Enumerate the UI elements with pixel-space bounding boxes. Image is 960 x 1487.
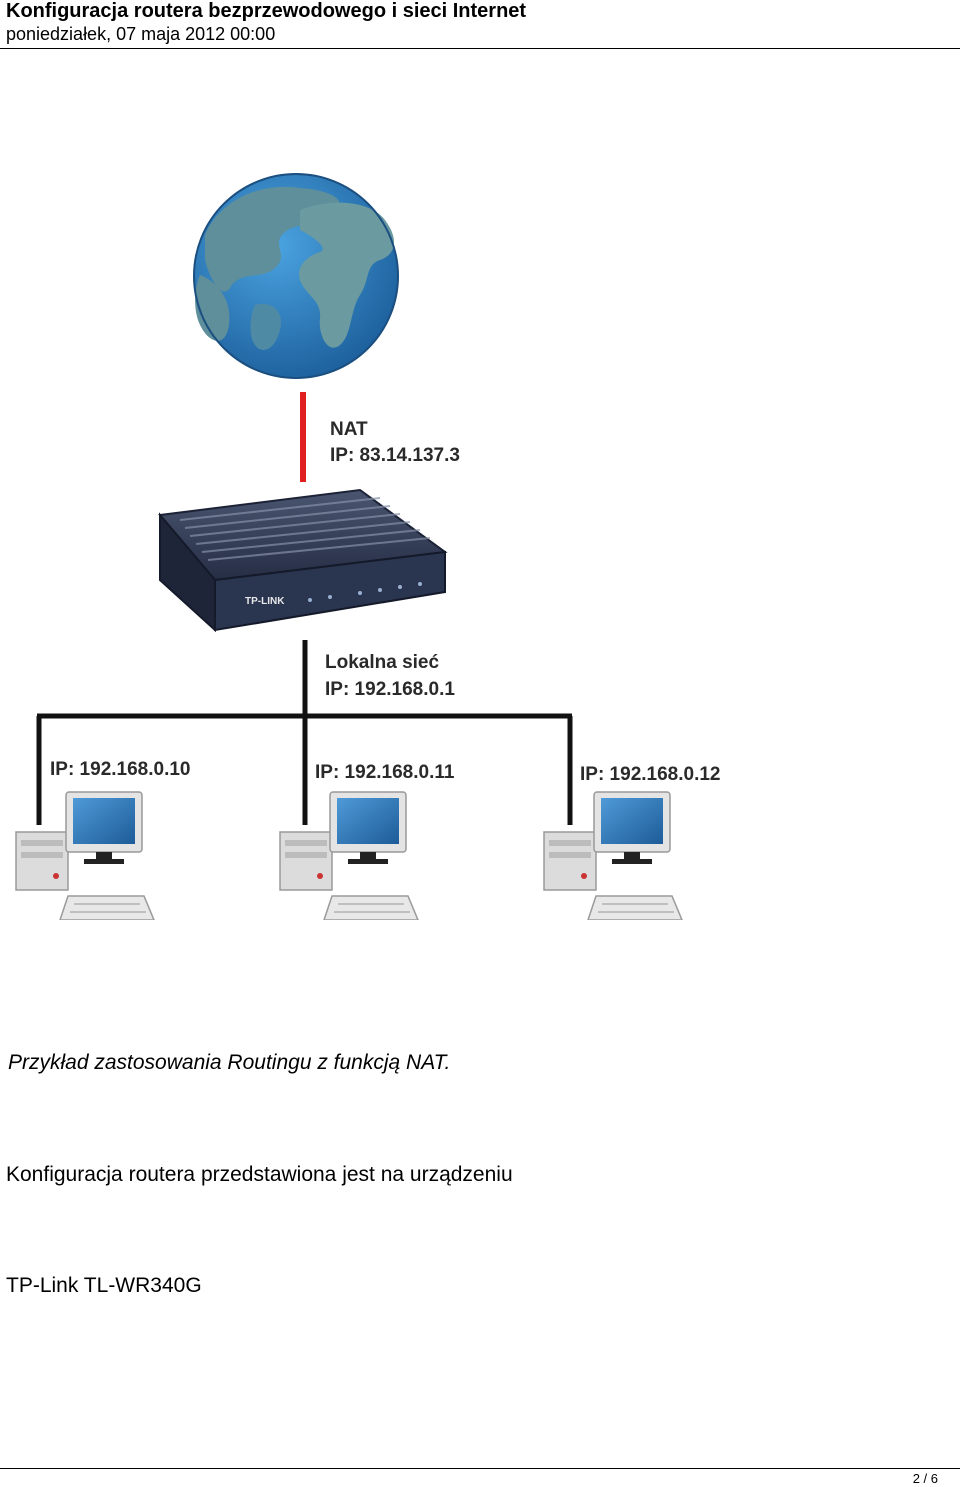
host-ip-label-1: IP: 192.168.0.10: [50, 759, 191, 780]
lan-label: Lokalna sieć: [325, 652, 439, 673]
host-ip-label-3: IP: 192.168.0.12: [580, 764, 721, 785]
router-icon: TP-LINK: [160, 490, 445, 630]
nat-label: NAT: [330, 419, 368, 440]
body-paragraph-2: TP-Link TL-WR340G: [6, 1273, 202, 1299]
internet-globe-icon: [194, 174, 398, 378]
computer-icon-2: [280, 792, 418, 920]
host-ip-label-2: IP: 192.168.0.11: [315, 762, 455, 783]
article-title: Konfiguracja routera bezprzewodowego i s…: [6, 0, 526, 22]
router-brand: TP-LINK: [245, 596, 285, 607]
article-date: poniedziałek, 07 maja 2012 00:00: [6, 24, 275, 44]
nat-network-diagram: NAT IP: 83.14.137.3 TP-LINK Lokalna sieć…: [0, 160, 780, 920]
lan-ip-label: IP: 192.168.0.1: [325, 679, 455, 700]
computer-icon-3: [544, 792, 682, 920]
body-paragraph-1: Konfiguracja routera przedstawiona jest …: [6, 1162, 513, 1188]
footer-divider: [0, 1468, 960, 1469]
wan-ip-label: IP: 83.14.137.3: [330, 445, 460, 466]
page-number: 2 / 6: [913, 1471, 938, 1487]
header-divider: [0, 48, 960, 49]
figure-caption: Przykład zastosowania Routingu z funkcją…: [8, 1050, 450, 1076]
